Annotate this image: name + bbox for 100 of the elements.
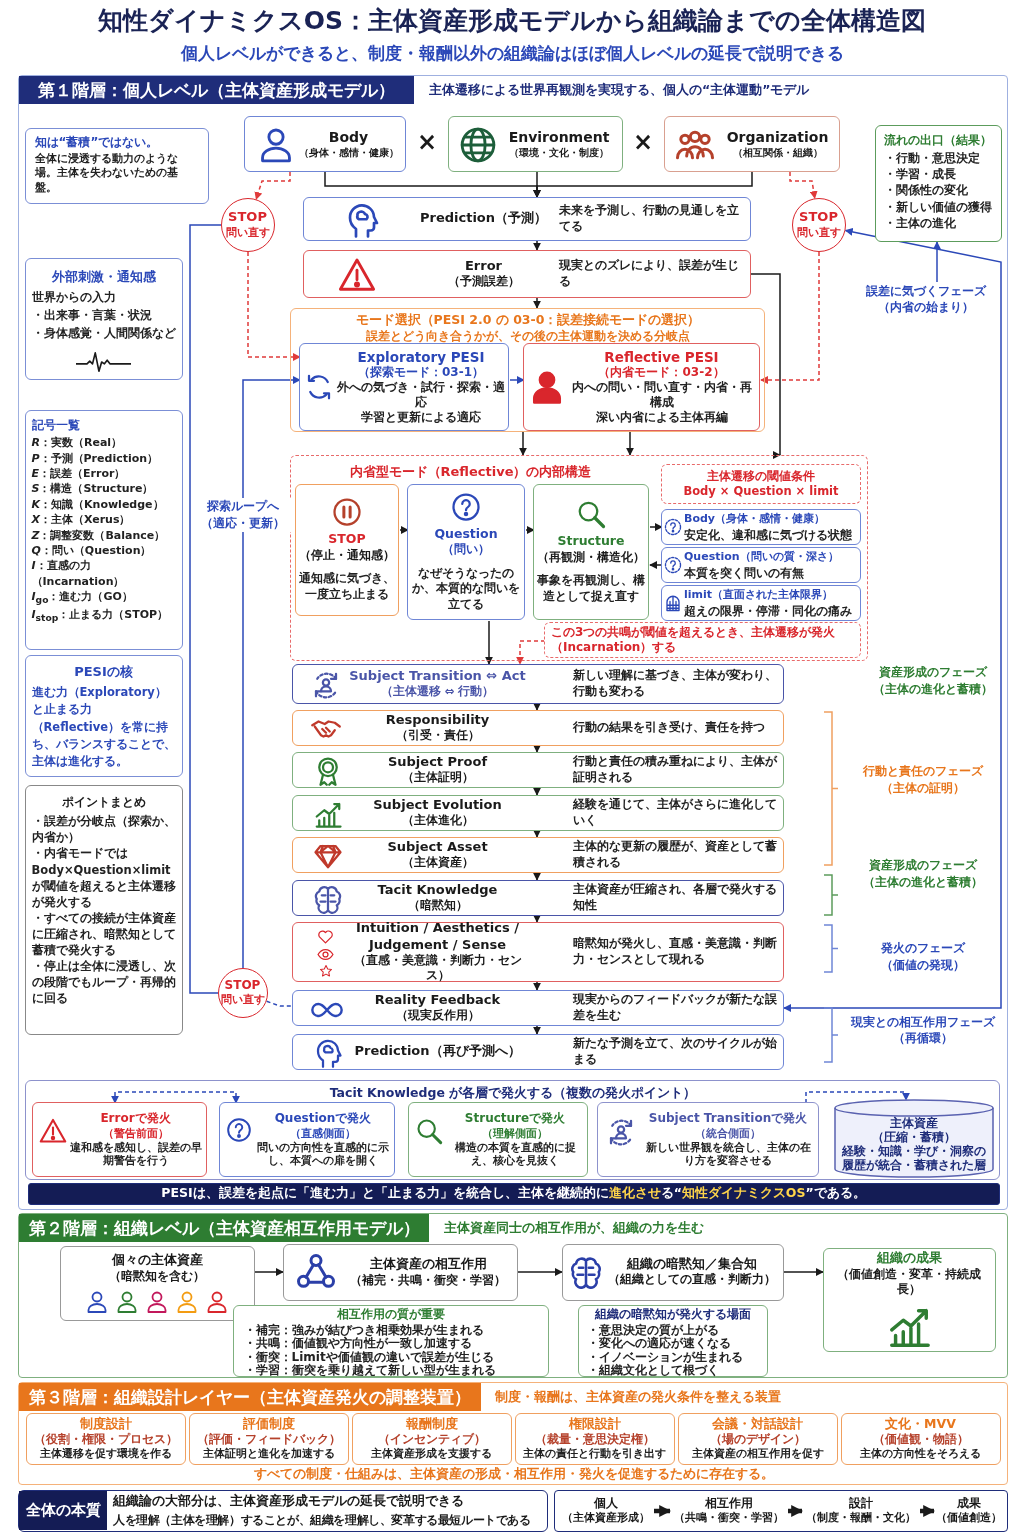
ignition-box	[219, 1102, 395, 1177]
box-title: Tacit Knowledge	[377, 881, 498, 898]
box-title: 主体資産	[890, 1115, 938, 1130]
footer-note: すべての制度・仕組みは、主体資産の形成・相互作用・発火を促進するために存在する。	[253, 1466, 775, 1483]
layer-subtitle: 主体資産同士の相互作用が、組織の力を生む	[444, 1220, 705, 1237]
connector-line	[265, 1000, 293, 1007]
box-text: 主体資産形成を支援する	[371, 1446, 492, 1461]
layer-heading: 第３階層：組織設計レイヤー（主体資産発火の調整装置）	[19, 1383, 481, 1412]
box-title: Structureで発火	[464, 1110, 566, 1127]
box-title: limit（直面された主体限界）	[684, 588, 835, 602]
mode-box	[523, 343, 760, 431]
box-title: Reflective PESI	[604, 348, 719, 366]
box-title: 個々の主体資産	[111, 1251, 203, 1269]
frame-heading: 組織論の大部分は、主体資産形成モデルの延長で説明できる	[113, 1493, 465, 1510]
arrow	[254, 171, 291, 201]
box-text: K：知識（Knowledge）	[31, 496, 165, 513]
box-text: 学習と更新による適応	[361, 410, 481, 426]
process-box	[291, 921, 784, 982]
box-text: ・学習：衝突を乗り越えて新しい型が生まれる	[243, 1364, 497, 1378]
box-text: ・すべての接続が主体資産に圧縮され、暗黙知として蓄積で発火する	[31, 909, 176, 959]
box-title: 記号一覧	[31, 416, 81, 434]
box-text: 事象を再観測し、構造として捉え直す	[536, 573, 646, 605]
box-title: 外部刺激・通知感	[50, 267, 157, 286]
box-subtitle: （インセンティブ）	[377, 1431, 486, 1447]
box-subtitle: （引受・責任）	[395, 728, 480, 744]
frame-heading: 人を理解（主体を理解）することが、組織を理解し、変革する最短ルートである	[113, 1513, 532, 1528]
arrow	[626, 431, 634, 456]
box-text: ・主体の進化	[883, 214, 957, 231]
arrow	[533, 171, 753, 198]
box-subtitle: （現実反作用）	[395, 1008, 480, 1024]
box-title: Intuition / Aesthetics / Judgement / Sense	[355, 919, 520, 953]
box-text: ・身体感覚・人間関係など	[31, 324, 176, 342]
process-box	[291, 663, 784, 704]
phase-label: 資産形成のフェーズ（主体の進化と蓄積）	[872, 664, 994, 698]
essence-label: 全体の本質	[19, 1491, 107, 1530]
box-text: ・イノベーションが生まれる	[586, 1350, 744, 1364]
box-title: ポイントまとめ	[60, 793, 147, 811]
box-title: 報酬制度	[405, 1416, 458, 1432]
frame-heading: モード選択（PESI 2.0 の 03-0：誤差接続モードの選択）	[354, 311, 702, 328]
frame-heading: 誤差とどう向き合うかが、その後の主体運動を決める分岐点	[365, 328, 691, 344]
frame-heading: Tacit Knowledge が各層で発火する（複数の発火ポイント）	[328, 1084, 698, 1101]
box-title: Environment	[508, 127, 610, 147]
input-box	[24, 257, 183, 380]
threshold-box	[661, 464, 861, 504]
box-title: 組織の暗黙知／集合知	[626, 1256, 757, 1273]
box-text: ・誤差が分岐点（探索か、内省か）	[31, 813, 176, 846]
box-title: Structure	[557, 533, 625, 550]
box-text: S：構造（Structure）	[31, 481, 155, 497]
phase-label: 資産形成のフェーズ（主体の進化と蓄積）	[862, 857, 984, 891]
box-text: 新しい理解に基づき、主体が変わり、行動も変わる	[572, 667, 777, 700]
box-subtitle: （停止・通知感）	[299, 547, 395, 564]
design-box	[25, 1412, 186, 1465]
box-title: 組織の成果	[876, 1250, 942, 1267]
box-title: 文化・MVV	[885, 1416, 956, 1432]
box-title: 制度設計	[79, 1416, 132, 1432]
box-title: Organization	[726, 127, 829, 147]
box-subtitle: （警告前面）	[102, 1126, 169, 1141]
box-text: ・行動・意思決定	[883, 150, 981, 167]
box-text: 主体資産が圧縮され、各層で発火する知性	[572, 881, 777, 914]
box-text: 新たな予測を立て、次のサイクルが始まる	[572, 1035, 777, 1068]
arrow	[533, 702, 541, 711]
layer-heading: 第１階層：個人レベル（主体資産形成モデル）	[19, 76, 414, 105]
box-subtitle: （役割・権限・プロセス）	[33, 1431, 178, 1447]
frame-heading: 内省型モード（Reflective）の内部構造	[348, 463, 593, 481]
box-text: 主体的な更新の履歴が、資産として蓄積される	[572, 838, 777, 871]
box-title: 相互作用の質が重要	[335, 1307, 446, 1321]
box-subtitle: （制度・報酬・文化）	[805, 1511, 916, 1526]
layer-panel	[18, 1382, 1008, 1485]
box-text: 全体に浸透する動力のような場。主体を失わないための基盤。	[34, 152, 179, 195]
box-title: 評価制度	[242, 1416, 295, 1432]
structure-frame	[289, 454, 868, 661]
box-subtitle: （予測誤差）	[447, 274, 520, 290]
box-title: 相互作用	[704, 1495, 753, 1511]
process-box	[291, 1033, 784, 1070]
box-text: 問い直す	[220, 993, 265, 1008]
arrow	[533, 981, 541, 991]
box-subtitle: （評価・フィードバック）	[196, 1431, 341, 1447]
box-text: 経験を通じて、主体がさらに進化していく	[572, 796, 777, 829]
box-subtitle: （主体証明）	[401, 770, 474, 786]
box-subtitle: （直感・美意識・判断力・センス）	[352, 953, 523, 984]
process-box	[291, 709, 784, 746]
box-title: Question	[434, 525, 498, 542]
design-box	[351, 1412, 512, 1465]
box-text: 通知感に気づき、一度立ち止まる	[298, 571, 396, 603]
box-subtitle: （暗黙知を含む）	[109, 1268, 205, 1285]
phase-label: 行動と責任のフェーズ（主体の証明）	[862, 763, 985, 797]
step-box	[533, 484, 649, 620]
arrow	[788, 1505, 804, 1517]
box-title: STOP	[328, 531, 366, 548]
summary-box	[24, 784, 183, 1035]
box-title: STOP	[799, 208, 838, 226]
ignition-box	[408, 1102, 588, 1177]
layer-panel	[18, 1213, 1008, 1378]
arrow	[533, 1025, 541, 1035]
box-subtitle: （圧縮・蓄積）	[872, 1129, 956, 1144]
factor-box	[663, 115, 840, 172]
box-title: Error	[464, 257, 502, 275]
box-subtitle: （統合側面）	[695, 1126, 761, 1141]
box-title: Subject Transitionで発火	[648, 1110, 808, 1127]
box-title: この3つの共鳴が閾値を超えるとき、主体遷移が発火（Incarnation）する	[551, 625, 837, 655]
